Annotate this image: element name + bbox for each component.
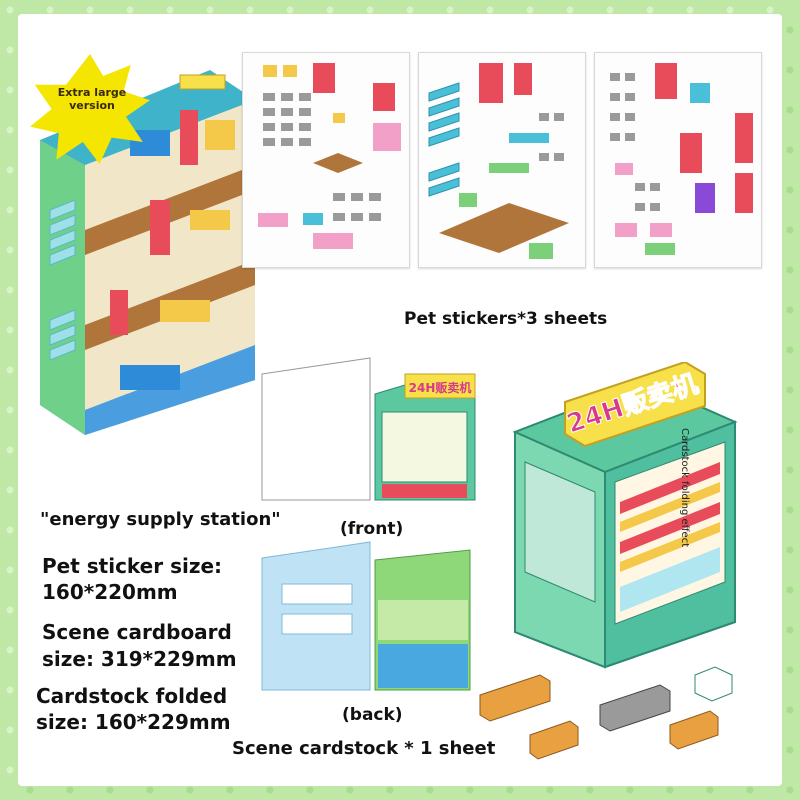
scene-name: "energy supply station" bbox=[40, 509, 281, 530]
sticker-sheet-3-art bbox=[610, 63, 753, 255]
sticker-size-label: Pet sticker size: bbox=[42, 554, 223, 578]
sticker-sheet-3 bbox=[594, 52, 762, 268]
badge-text: Extra large version bbox=[57, 86, 127, 112]
back-cardstock-illustration bbox=[261, 541, 471, 691]
cardboard-size-label: Scene cardboard bbox=[42, 620, 232, 644]
sticker-sheet-1-art bbox=[258, 63, 401, 249]
cardstock-count-caption: Scene cardstock * 1 sheet bbox=[232, 738, 496, 759]
sticker-sheets-caption: Pet stickers*3 sheets bbox=[404, 309, 608, 329]
sticker-size-value: 160*220mm bbox=[42, 580, 178, 604]
accessory-pieces-illustration bbox=[479, 666, 733, 760]
folding-effect-caption: Cardstock folding effect bbox=[679, 428, 690, 548]
cardstock-size-value: size: 160*229mm bbox=[36, 710, 231, 734]
cardstock-size-label: Cardstock folded bbox=[36, 684, 228, 708]
sticker-sheet-2-art bbox=[428, 63, 569, 259]
front-cardstock-illustration: 24H贩卖机 bbox=[261, 357, 476, 501]
sticker-sheet-1 bbox=[242, 52, 410, 268]
cardboard-size-value: size: 319*229mm bbox=[42, 647, 237, 671]
back-label: (back) bbox=[342, 705, 403, 725]
sticker-sheet-2 bbox=[418, 52, 586, 268]
vending-machine-illustration: 24H贩卖机 bbox=[512, 362, 738, 669]
front-sign-text: 24H贩卖机 bbox=[409, 380, 472, 395]
shop-scene-illustration bbox=[40, 70, 255, 435]
front-label: (front) bbox=[340, 519, 404, 539]
